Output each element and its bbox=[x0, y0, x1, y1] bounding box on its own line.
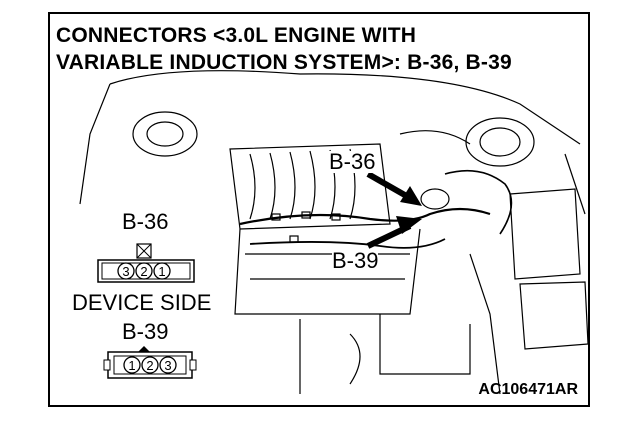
wiring-harness bbox=[239, 207, 491, 226]
b39-pin-2-label: 2 bbox=[146, 358, 153, 373]
right-strut-tower bbox=[465, 117, 535, 167]
callout-b39-label: B-39 bbox=[332, 248, 379, 273]
b36-pin-1-label: 1 bbox=[158, 264, 165, 279]
b39-pin-3 bbox=[159, 356, 177, 374]
left-strut-tower bbox=[132, 111, 198, 157]
b39-arrow bbox=[366, 216, 422, 249]
b39-pin-1-label: 1 bbox=[128, 358, 135, 373]
throttle-body bbox=[420, 188, 450, 210]
title-line-2: VARIABLE INDUCTION SYSTEM>: B-36, B-39 bbox=[56, 51, 512, 74]
b36-connector-pictogram: 3 2 1 bbox=[97, 243, 195, 283]
b39-connector-pictogram: 1 2 3 bbox=[103, 346, 197, 379]
b36-pin-2-label: 2 bbox=[140, 264, 147, 279]
device-side-label: DEVICE SIDE bbox=[72, 290, 212, 315]
hood-outline bbox=[109, 70, 581, 145]
b36-pin-3 bbox=[117, 262, 135, 280]
legend-b36-label: B-36 bbox=[122, 209, 169, 234]
legend-b39-label: B-39 bbox=[122, 319, 169, 344]
intake-manifold bbox=[229, 143, 391, 230]
relay-box bbox=[509, 188, 581, 280]
callout-b36-label: B-36 bbox=[329, 149, 376, 174]
b36-pin-1 bbox=[153, 262, 171, 280]
b36-pin-3-label: 3 bbox=[122, 264, 129, 279]
callout-arrows bbox=[366, 171, 422, 249]
b39-pin-2 bbox=[141, 356, 159, 374]
title-line-1: CONNECTORS <3.0L ENGINE WITH bbox=[56, 24, 417, 47]
engine-block bbox=[234, 228, 421, 315]
b39-pin-3-label: 3 bbox=[164, 358, 171, 373]
diagram-title: CONNECTORS <3.0L ENGINE WITH VARIABLE IN… bbox=[56, 22, 512, 76]
figure-code: AC106471AR bbox=[478, 381, 578, 398]
engine-bay-illustration: 3 2 1 1 2 3 bbox=[79, 70, 588, 395]
b36-pin-2 bbox=[135, 262, 153, 280]
b39-pin-1 bbox=[123, 356, 141, 374]
b36-arrow bbox=[366, 171, 422, 206]
diagram-frame: CONNECTORS <3.0L ENGINE WITH VARIABLE IN… bbox=[48, 12, 590, 407]
